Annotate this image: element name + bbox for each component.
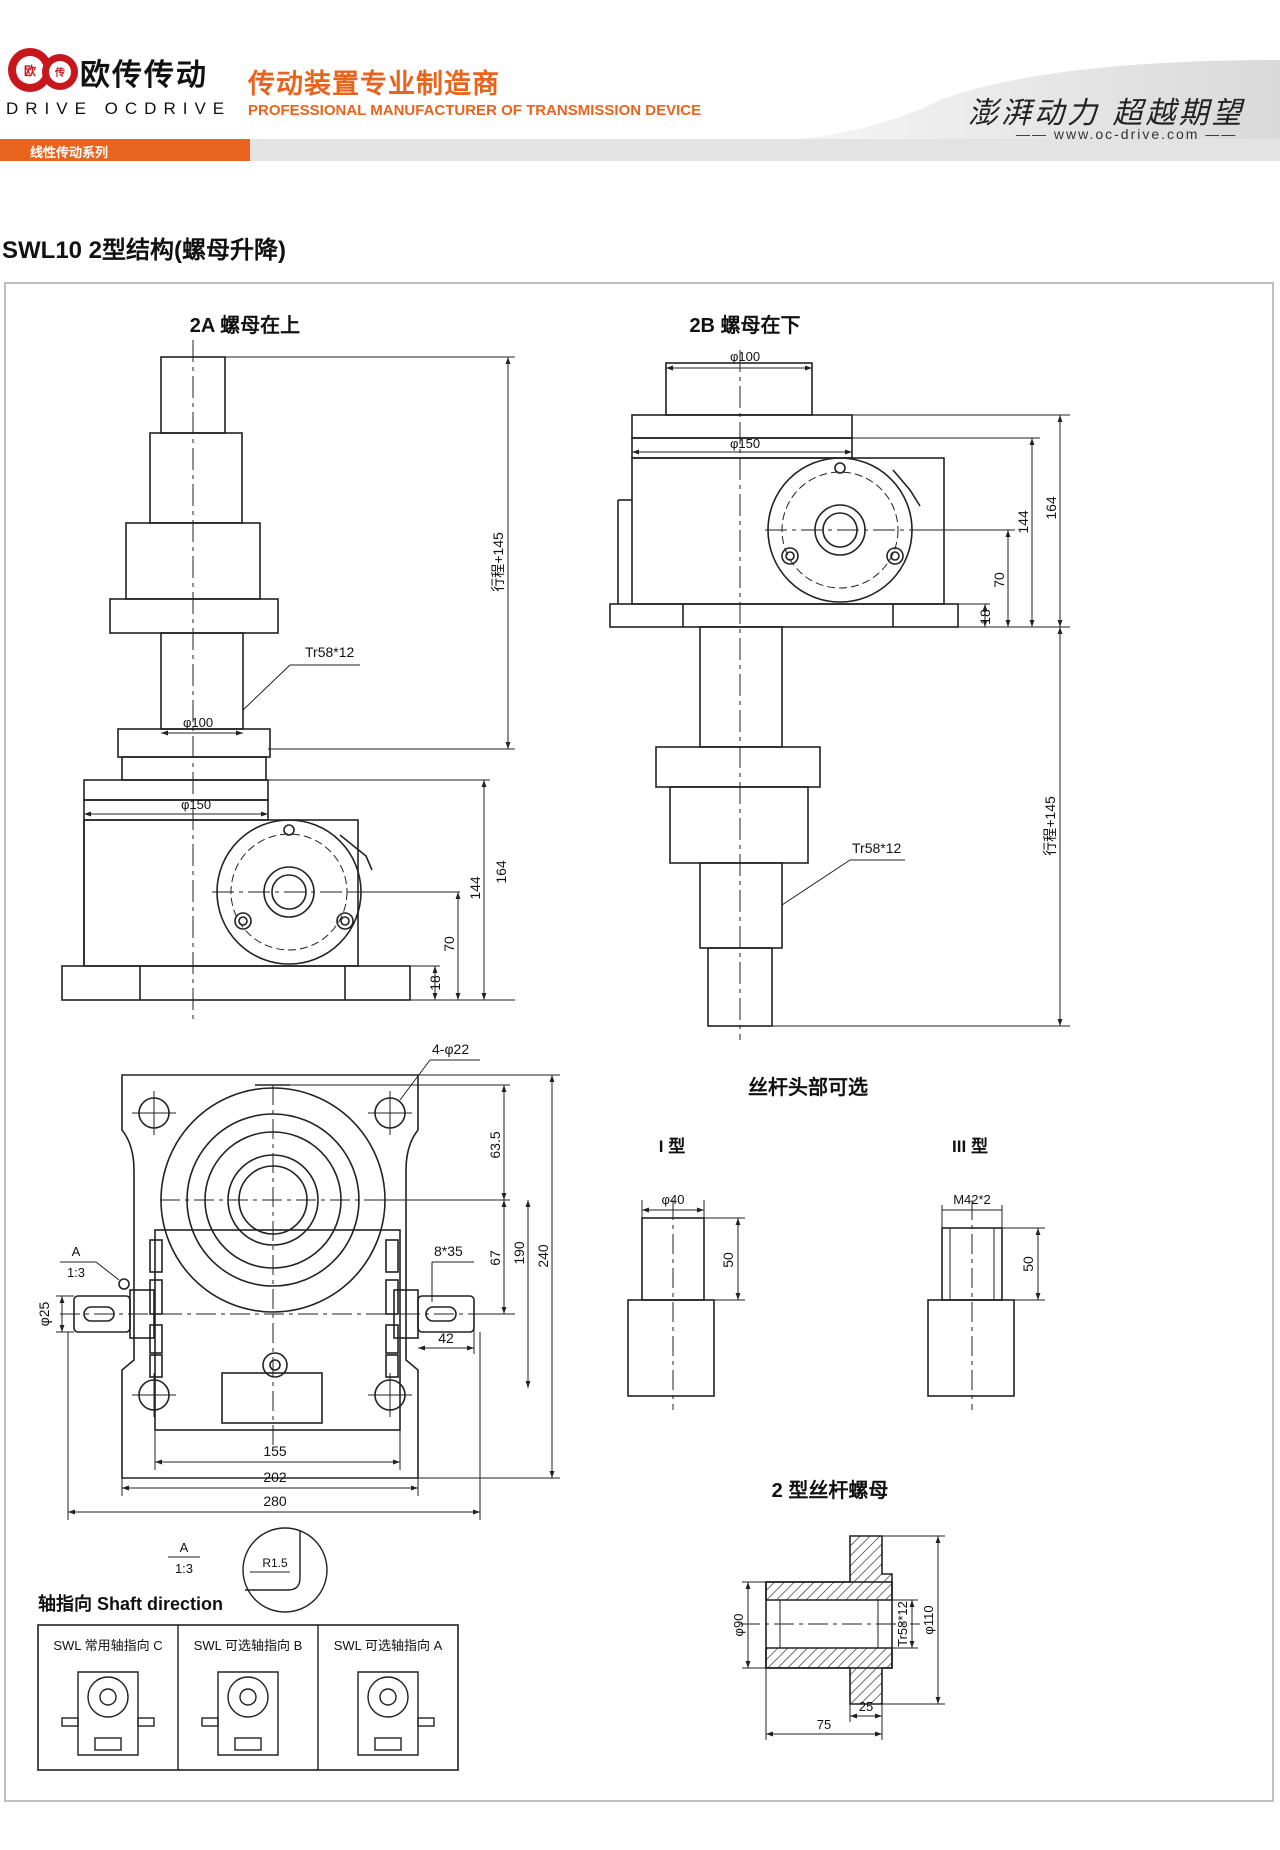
- shaft-direction-col-c: SWL 常用轴指向 C: [53, 1638, 162, 1653]
- screw-type-iii-label: III 型: [952, 1136, 988, 1156]
- plan-detail-callout-scale: 1:3: [67, 1265, 85, 1280]
- plan-dim-63: 63.5: [487, 1131, 503, 1158]
- detail-a: A 1:3 R1.5: [168, 1527, 328, 1613]
- view-2b-dim-18: 18: [977, 609, 993, 625]
- view-2b-dia100: φ100: [730, 349, 760, 364]
- page-header: 欧 传 欧传传动 DRIVE OCDRIVE 传动装置专业制造商 PROFESS…: [0, 0, 1280, 165]
- website-url: —— www.oc-drive.com ——: [1016, 126, 1238, 142]
- plan-view: 4-φ22 φ25 8*35 63.5 67 190 240 42 155 20…: [36, 1041, 560, 1520]
- view-2a-dia150: φ150: [181, 797, 211, 812]
- shaft-direction-section: 轴指向 Shaft direction SWL 常用轴指向 C SWL 可选轴指…: [37, 1593, 459, 1771]
- slogan-chinese: 澎湃动力 超越期望: [968, 96, 1245, 131]
- view-2b-dim-70: 70: [991, 572, 1007, 588]
- category-label: 线性传动系列: [30, 145, 109, 160]
- plan-dim-42: 42: [438, 1330, 454, 1346]
- page-title: SWL10 2型结构(螺母升降): [2, 237, 287, 264]
- nut-section: 2 型丝杆螺母 φ90 Tr58*12 φ110: [731, 1478, 945, 1740]
- screw-type-i-dia: φ40: [662, 1192, 685, 1207]
- view-2b-dim-144: 144: [1015, 510, 1031, 534]
- plan-holes-label: 4-φ22: [432, 1041, 469, 1057]
- screw-type-i-len: 50: [720, 1252, 736, 1268]
- view-2a-dim-164: 164: [493, 860, 509, 884]
- tagline-english: PROFESSIONAL MANUFACTURER OF TRANSMISSIO…: [248, 102, 702, 119]
- tagline-chinese: 传动装置专业制造商: [248, 69, 500, 99]
- category-bar: [0, 139, 250, 161]
- view-2b-dia150: φ150: [730, 436, 760, 451]
- company-logo: 欧 传 欧传传动 DRIVE OCDRIVE: [6, 44, 236, 124]
- drawing-frame: [4, 282, 1274, 1802]
- plan-detail-callout-a: A: [72, 1244, 81, 1259]
- nut-dim-75: 75: [817, 1717, 831, 1732]
- logo-gears-icon: 欧 传: [8, 48, 78, 92]
- screw-type-i-label: I 型: [659, 1136, 685, 1156]
- screw-head-options: 丝杆头部可选 I 型 φ40 50 III 型 M42*2 50: [627, 1075, 1045, 1410]
- logo-chinese-name: 欧传传动: [80, 59, 208, 92]
- view-2b-stroke-label: 行程+145: [1042, 796, 1058, 856]
- plan-dim-280: 280: [263, 1493, 287, 1509]
- view-2b: 2B 螺母在下 φ100 φ150: [609, 313, 1070, 1040]
- nut-dim-d110: φ110: [921, 1605, 936, 1634]
- view-2a-dia100: φ100: [183, 715, 213, 730]
- shaft-direction-col-b: SWL 可选轴指向 B: [194, 1638, 303, 1653]
- plan-dim-190: 190: [511, 1241, 527, 1265]
- screw-type-iii-len: 50: [1020, 1256, 1036, 1272]
- logo-badge-1: 欧: [24, 63, 36, 78]
- plan-dim-202: 202: [263, 1469, 287, 1485]
- detail-a-scale: 1:3: [175, 1561, 193, 1576]
- plan-dim-155: 155: [263, 1443, 287, 1459]
- view-2a: 2A 螺母在上 Tr58*12: [61, 313, 515, 1020]
- view-2a-dim-144: 144: [467, 876, 483, 900]
- view-2a-dim-70: 70: [441, 936, 457, 952]
- plan-dim-d25: φ25: [36, 1301, 52, 1326]
- view-2a-thread-label: Tr58*12: [305, 644, 355, 660]
- view-2b-thread-label: Tr58*12: [852, 840, 902, 856]
- view-2b-title: 2B 螺母在下: [689, 313, 800, 337]
- detail-a-label: A: [180, 1540, 189, 1555]
- view-2a-title: 2A 螺母在上: [190, 313, 300, 337]
- plan-dim-240: 240: [535, 1244, 551, 1268]
- view-2b-dim-164: 164: [1043, 496, 1059, 520]
- header-background: [250, 60, 1280, 161]
- shaft-direction-title: 轴指向 Shaft direction: [38, 1593, 223, 1614]
- plan-key-label: 8*35: [434, 1243, 463, 1259]
- nut-dim-thread: Tr58*12: [895, 1601, 910, 1647]
- nut-dim-25: 25: [859, 1699, 873, 1714]
- screw-heads-title: 丝杆头部可选: [748, 1075, 868, 1099]
- shaft-direction-a-icon: [357, 1671, 435, 1756]
- view-2a-dim-18: 18: [427, 975, 443, 991]
- plan-dim-67: 67: [487, 1250, 503, 1266]
- screw-type-iii-thread: M42*2: [953, 1192, 991, 1207]
- nut-title: 2 型丝杆螺母: [772, 1478, 889, 1502]
- shaft-direction-b-icon: [201, 1671, 279, 1756]
- nut-dim-d90: φ90: [731, 1614, 746, 1637]
- logo-english-name: DRIVE OCDRIVE: [6, 99, 232, 118]
- logo-badge-2: 传: [54, 66, 65, 79]
- view-2a-stroke-label: 行程+145: [490, 532, 506, 592]
- shaft-direction-col-a: SWL 可选轴指向 A: [334, 1638, 443, 1653]
- shaft-direction-c-icon: [61, 1671, 155, 1756]
- detail-a-radius: R1.5: [262, 1556, 288, 1570]
